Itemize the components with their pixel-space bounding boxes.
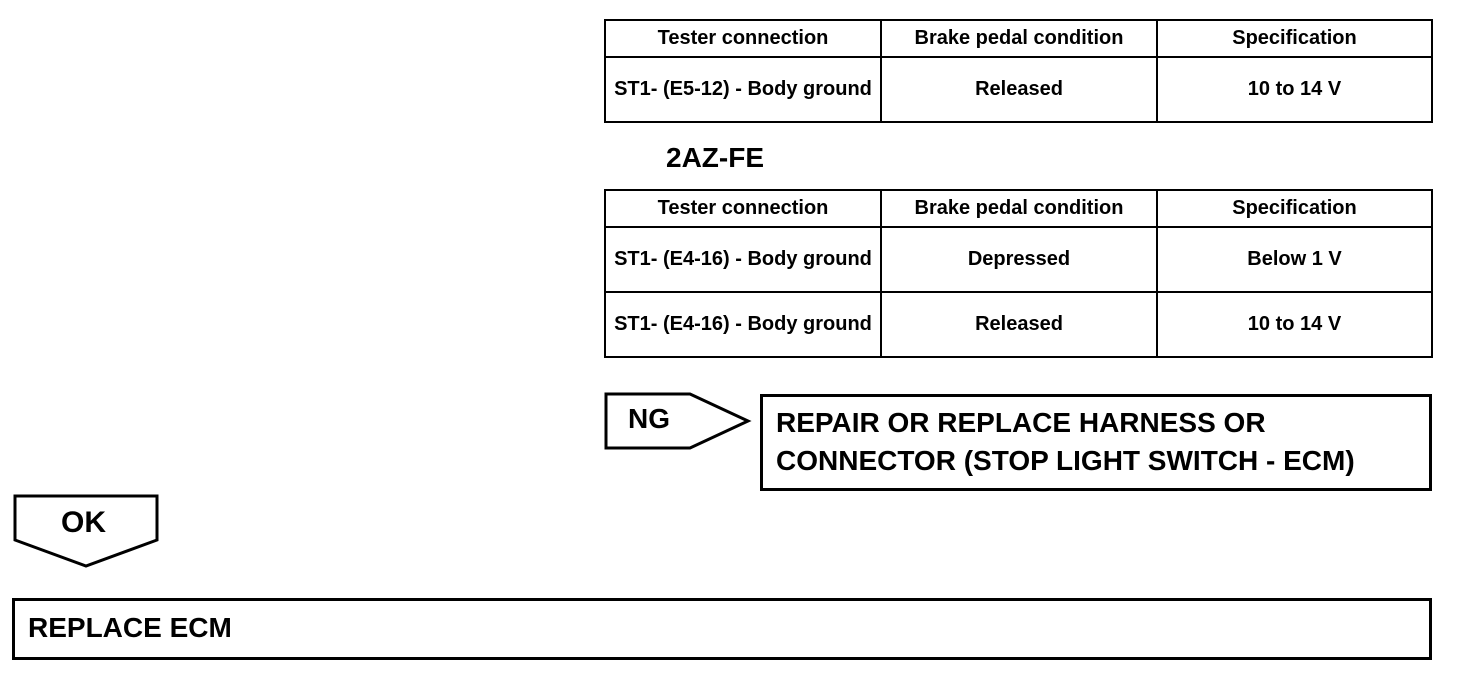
- replace-ecm-text: REPLACE ECM: [28, 612, 232, 643]
- header-tester-connection: Tester connection: [604, 189, 882, 228]
- replace-ecm-box: REPLACE ECM: [12, 598, 1432, 660]
- spec-table-2: Tester connection Brake pedal condition …: [604, 189, 1433, 358]
- ng-action-box: REPAIR OR REPLACE HARNESS OR CONNECTOR (…: [760, 394, 1432, 491]
- table-row: ST1- (E4-16) - Body ground Depressed Bel…: [604, 226, 1433, 293]
- cell-specification: Below 1 V: [1156, 226, 1433, 293]
- header-specification: Specification: [1156, 19, 1433, 58]
- ok-arrow-icon: [13, 494, 159, 568]
- table-header-row: Tester connection Brake pedal condition …: [604, 189, 1433, 228]
- ng-label: NG: [628, 403, 670, 434]
- cell-specification: 10 to 14 V: [1156, 56, 1433, 123]
- table-row: ST1- (E5-12) - Body ground Released 10 t…: [604, 56, 1433, 123]
- table-row: ST1- (E4-16) - Body ground Released 10 t…: [604, 291, 1433, 358]
- cell-tester-connection: ST1- (E4-16) - Body ground: [604, 291, 882, 358]
- cell-tester-connection: ST1- (E5-12) - Body ground: [604, 56, 882, 123]
- cell-brake-pedal-condition: Released: [880, 56, 1158, 123]
- cell-brake-pedal-condition: Depressed: [880, 226, 1158, 293]
- ok-label: OK: [61, 506, 106, 539]
- header-brake-pedal-condition: Brake pedal condition: [880, 189, 1158, 228]
- cell-specification: 10 to 14 V: [1156, 291, 1433, 358]
- engine-model-label: 2AZ-FE: [666, 142, 764, 173]
- cell-tester-connection: ST1- (E4-16) - Body ground: [604, 226, 882, 293]
- ng-action-text: REPAIR OR REPLACE HARNESS OR CONNECTOR (…: [776, 407, 1355, 476]
- header-tester-connection: Tester connection: [604, 19, 882, 58]
- table-header-row: Tester connection Brake pedal condition …: [604, 19, 1433, 58]
- cell-brake-pedal-condition: Released: [880, 291, 1158, 358]
- ng-arrow-icon: [604, 392, 752, 450]
- spec-table-1: Tester connection Brake pedal condition …: [604, 19, 1433, 123]
- header-brake-pedal-condition: Brake pedal condition: [880, 19, 1158, 58]
- header-specification: Specification: [1156, 189, 1433, 228]
